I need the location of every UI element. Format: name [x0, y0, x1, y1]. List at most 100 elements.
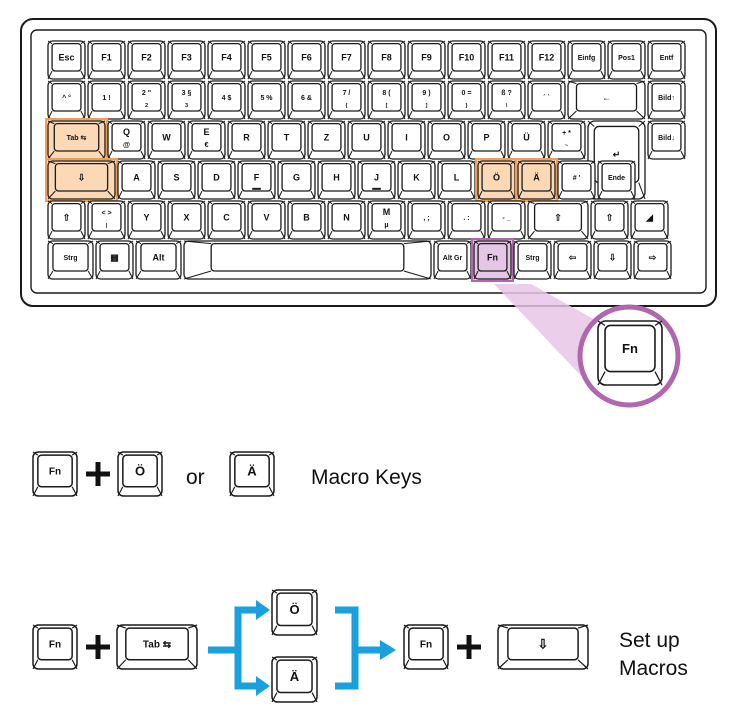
key-b: B: [287, 200, 326, 240]
key-minus-label: - _: [502, 215, 510, 222]
key-d: D: [197, 160, 236, 200]
key-2: 2 "2: [127, 80, 166, 120]
key-t-label: T: [284, 132, 290, 142]
macro-oe-key-label: Ö: [135, 463, 145, 478]
key-2-sublabel: 2: [145, 103, 148, 109]
key-m-sublabel: µ: [384, 220, 388, 229]
key-s: S: [157, 160, 196, 200]
key-f11: F11: [487, 40, 526, 80]
key-comma: , ;: [407, 200, 446, 240]
key-j: J: [357, 160, 396, 200]
key-0-label: 0 =: [462, 90, 472, 97]
key-w: W: [147, 120, 186, 160]
key-bild-up-label: Bild↑: [658, 95, 675, 102]
key-z: Z: [307, 120, 346, 160]
key-backspace: ←: [567, 80, 646, 120]
setup-caption-line1: Set up: [619, 629, 680, 652]
key-f10: F10: [447, 40, 486, 80]
key-i: I: [387, 120, 426, 160]
key-plus-sublabel: ~: [565, 143, 569, 149]
key-alt-label: Alt: [153, 252, 165, 262]
macro-fn-key: Fn: [32, 451, 78, 497]
key-enter-label: ↵: [613, 150, 621, 160]
key-pos1: Pos1: [607, 40, 646, 80]
key-esc: Esc: [47, 40, 86, 80]
key-q-sublabel: @: [123, 140, 130, 149]
key-f5-label: F5: [261, 52, 272, 62]
key-pos1-label: Pos1: [618, 55, 635, 62]
key-f9-label: F9: [421, 52, 432, 62]
setup-fn-key-2: Fn: [403, 624, 449, 670]
macro-ae-key: Ä: [229, 451, 275, 497]
key-angle-label: < >: [101, 210, 111, 217]
key-backspace-label: ←: [602, 92, 611, 102]
key-rstrg: Strg: [513, 240, 552, 280]
key-comma-label: , ;: [423, 215, 429, 222]
key-y: Y: [127, 200, 166, 240]
key-7-label: 7 /: [343, 90, 351, 97]
key-minus: - _: [487, 200, 526, 240]
key-h: H: [317, 160, 356, 200]
key-i-label: I: [405, 132, 408, 142]
key-3: 3 §3: [167, 80, 206, 120]
key-hash: # ': [557, 160, 596, 200]
key-w-label: W: [162, 132, 171, 142]
key-k: K: [397, 160, 436, 200]
key-ae-label: Ä: [533, 172, 540, 182]
key-v: V: [247, 200, 286, 240]
key-0-sublabel: }: [465, 103, 468, 109]
key-f9: F9: [407, 40, 446, 80]
key-left: ⇦: [553, 240, 592, 280]
key-8-sublabel: [: [386, 103, 388, 109]
key-q-label: Q: [123, 127, 130, 137]
setup-ae-key-label: Ä: [290, 669, 300, 684]
key-bild-down-label: Bild↓: [658, 135, 675, 142]
key-n-label: N: [343, 212, 350, 222]
key-a: A: [117, 160, 156, 200]
setup-ae-key: Ä: [271, 656, 318, 703]
key-8-label: 8 (: [382, 90, 391, 97]
key-entf-label: Entf: [660, 55, 674, 62]
key-bild-up: Bild↑: [647, 80, 686, 120]
left-bracket-arrow: [208, 600, 270, 696]
key-3-sublabel: 3: [185, 103, 188, 109]
key-4: 4 $: [207, 80, 246, 120]
key-8: 8 ( [: [367, 80, 406, 120]
key-5-label: 5 %: [260, 95, 273, 102]
key-fn: Fn: [473, 240, 512, 280]
key-f7-label: F7: [341, 52, 352, 62]
key-capslock-label: ⇩: [78, 172, 86, 182]
macro-keys-caption: Macro Keys: [311, 466, 422, 489]
key-e-label: E: [203, 127, 209, 137]
key-plus: + *~: [547, 120, 586, 160]
key-l: L: [437, 160, 476, 200]
key-u: U: [347, 120, 386, 160]
key-accent-label: ´ `: [543, 95, 550, 102]
key-m: Mµ: [367, 200, 406, 240]
key-f-label: F: [254, 172, 260, 182]
key-altgr: Alt Gr: [433, 240, 472, 280]
key-sz-label: ß ?: [501, 90, 512, 97]
setup-caps-key-label: ⇩: [538, 636, 549, 651]
key-m-label: M: [383, 207, 391, 217]
key-logo-label: ◢: [645, 212, 654, 222]
key-einfg: Einfg: [567, 40, 606, 80]
key-6-label: 6 &: [301, 95, 312, 102]
key-f8: F8: [367, 40, 406, 80]
key-s-label: S: [173, 172, 179, 182]
key-7: 7 /{: [327, 80, 366, 120]
macro-ae-key-label: Ä: [247, 463, 257, 478]
key-f: F: [237, 160, 276, 200]
key-j-label: J: [374, 172, 379, 182]
key-f3-label: F3: [181, 52, 192, 62]
key-rshift-label: ⇧: [554, 212, 562, 222]
key-f10-label: F10: [459, 52, 475, 62]
setup-caps-key: ⇩: [497, 624, 589, 670]
key-angle-sublabel: |: [106, 223, 108, 229]
key-angle: < > |: [87, 200, 126, 240]
key-f7: F7: [327, 40, 366, 80]
key-down: ⇩: [593, 240, 632, 280]
